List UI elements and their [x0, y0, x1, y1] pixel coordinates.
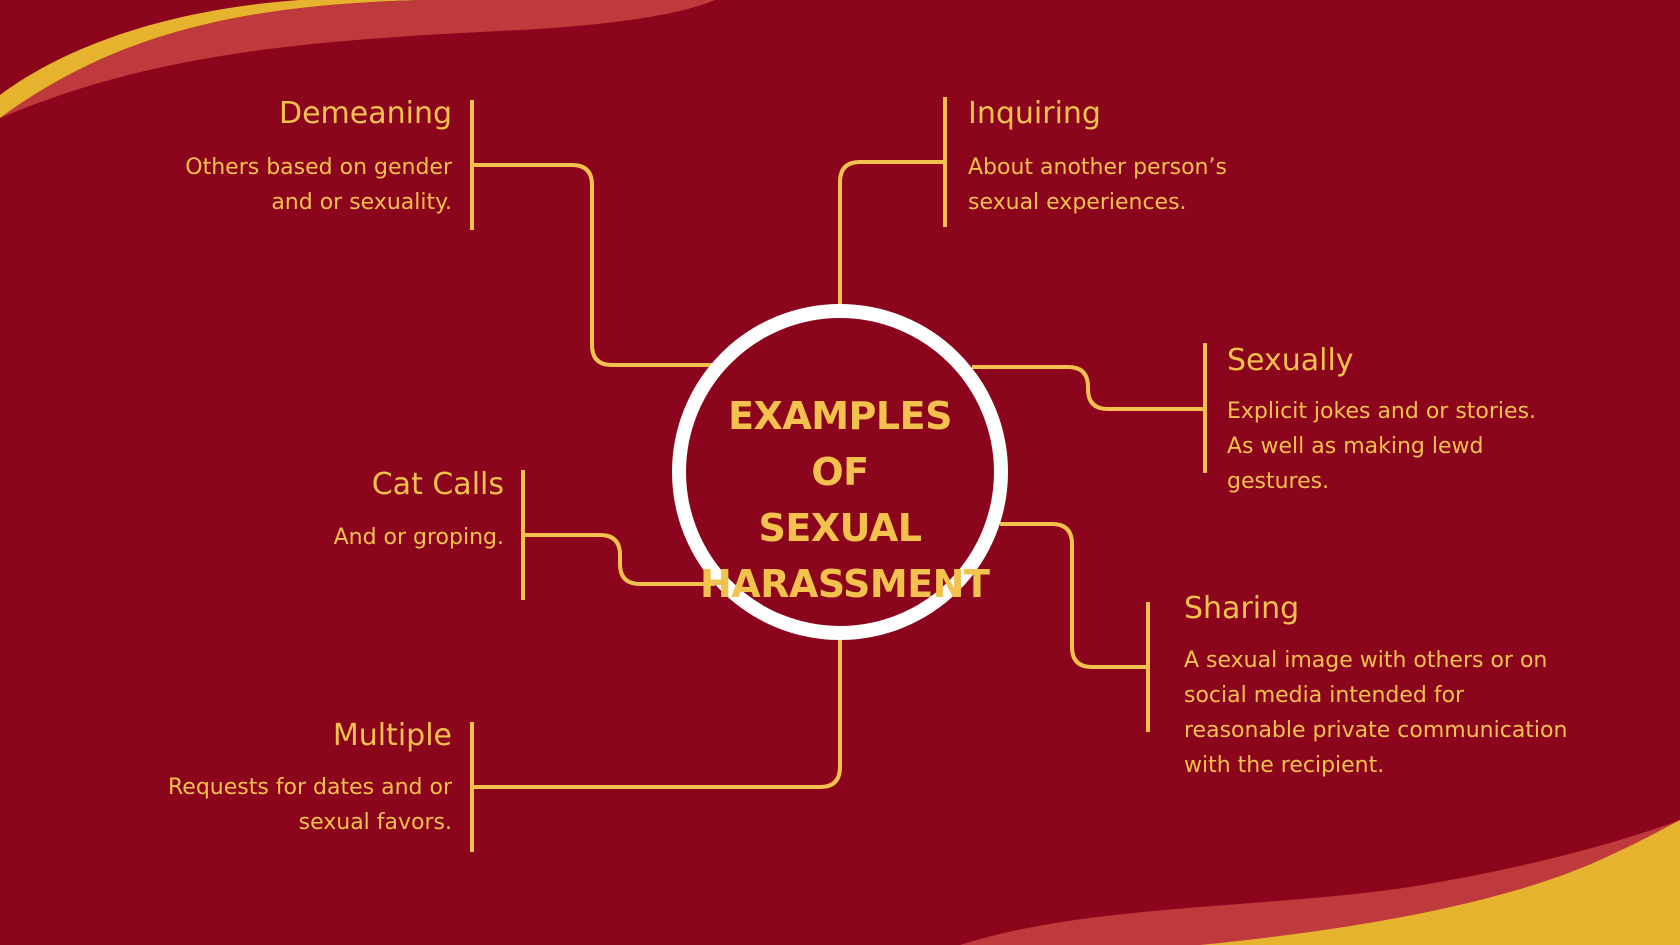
- center-title-line: HARASSMENT: [700, 562, 990, 606]
- center-circle: [672, 304, 1008, 640]
- description-line: And or groping.: [333, 525, 504, 550]
- description-line: and or sexuality.: [271, 190, 452, 215]
- sharing-title: Sharing: [1184, 591, 1300, 626]
- inquiring-description: About another person’s sexual experience…: [968, 150, 1227, 220]
- sharing-description: A sexual image with others or on social …: [1184, 643, 1567, 783]
- description-line: social media intended for: [1184, 683, 1465, 708]
- description-line: with the recipient.: [1184, 753, 1385, 778]
- center-title-line: EXAMPLES OF: [728, 394, 952, 494]
- top-left-wave-red: [0, 0, 715, 118]
- bottom-right-wave-gold: [1200, 820, 1680, 945]
- sexually-connector: [972, 365, 1205, 411]
- cat-calls-connector: [523, 533, 715, 586]
- cat-calls-description: And or groping.: [334, 520, 504, 555]
- description-line: reasonable private communication: [1184, 718, 1568, 743]
- center-title: EXAMPLES OF SEXUAL HARASSMENT: [700, 388, 990, 612]
- description-line: sexual experiences.: [968, 190, 1187, 215]
- sexually-title: Sexually: [1227, 343, 1354, 378]
- description-line: sexual favors.: [298, 810, 452, 835]
- top-left-wave-gold: [0, 0, 420, 118]
- multiple-connector: [472, 640, 842, 789]
- cat-calls-title: Cat Calls: [371, 467, 504, 502]
- multiple-title: Multiple: [332, 718, 452, 753]
- demeaning-connector: [472, 163, 712, 367]
- description-line: As well as making lewd: [1227, 434, 1484, 459]
- description-line: Others based on gender: [185, 155, 452, 180]
- inquiring-connector: [838, 160, 945, 305]
- multiple-description: Requests for dates and or sexual favors.: [168, 770, 452, 840]
- center-title-line: SEXUAL: [758, 506, 922, 550]
- demeaning-title: Demeaning: [278, 96, 452, 131]
- demeaning-description: Others based on gender and or sexuality.: [185, 150, 452, 220]
- description-line: gestures.: [1227, 469, 1330, 494]
- description-line: About another person’s: [968, 155, 1227, 180]
- sharing-connector: [1000, 522, 1148, 669]
- description-line: Requests for dates and or: [167, 775, 452, 800]
- description-line: A sexual image with others or on: [1184, 648, 1548, 673]
- sexually-description: Explicit jokes and or stories. As well a…: [1227, 394, 1536, 499]
- description-line: Explicit jokes and or stories.: [1227, 399, 1537, 424]
- inquiring-title: Inquiring: [968, 96, 1101, 131]
